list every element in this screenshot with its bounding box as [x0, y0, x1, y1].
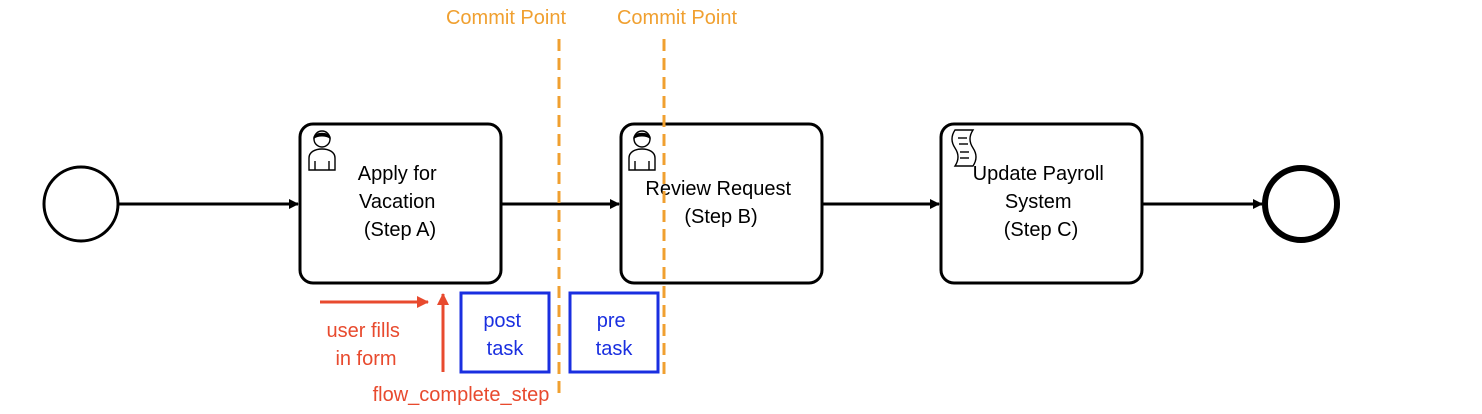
task-c-line-3: (Step C) [1004, 219, 1078, 241]
task-c-line-1: Update Payroll [973, 163, 1104, 185]
pre-task-line-1: pre [597, 310, 626, 332]
end-event[interactable] [1262, 165, 1340, 243]
task-b-line-1: Review Request [645, 178, 791, 200]
post-task-line-1: post [483, 310, 521, 332]
start-event[interactable] [42, 165, 120, 243]
post-task-line-2: task [487, 338, 525, 360]
post-task-box: post task [459, 291, 551, 374]
commit-point-label-1: Commit Point [446, 7, 566, 29]
task-a-line-3: (Step A) [364, 219, 436, 241]
svg-text:user fills in form: user fills in form [327, 320, 406, 370]
pre-task-line-2: task [596, 338, 634, 360]
task-review-request[interactable]: Review Request (Step B) [619, 122, 824, 285]
script-icon [951, 129, 977, 167]
svg-text:Review Request (Step B): Review Request (Step B) [645, 178, 796, 228]
svg-text:Update Payroll System: Update Payroll System (Step C) [973, 163, 1110, 241]
task-b-line-2: (Step B) [684, 206, 757, 228]
user-icon [308, 130, 336, 171]
user-fills-line-2: in form [335, 348, 396, 370]
task-apply-for-vacation[interactable]: Apply for Vacation (Step A) [298, 122, 503, 285]
user-fills-line-1: user fills [327, 320, 400, 342]
commit-point-label-2: Commit Point [617, 7, 737, 29]
pre-task-box: pre task [568, 291, 660, 374]
user-icon [628, 130, 656, 171]
task-c-line-2: System [1005, 191, 1072, 213]
task-a-line-1: Apply for [358, 163, 437, 185]
flow-complete-step-label: flow_complete_step [373, 384, 550, 406]
svg-text:pre task: pre task [596, 310, 634, 360]
svg-text:post task: post task [483, 310, 526, 360]
svg-text:Apply for Vacation: Apply for Vacation (Step A) [358, 163, 443, 241]
task-a-line-2: Vacation [359, 191, 435, 213]
task-update-payroll-system[interactable]: Update Payroll System (Step C) [939, 122, 1144, 285]
